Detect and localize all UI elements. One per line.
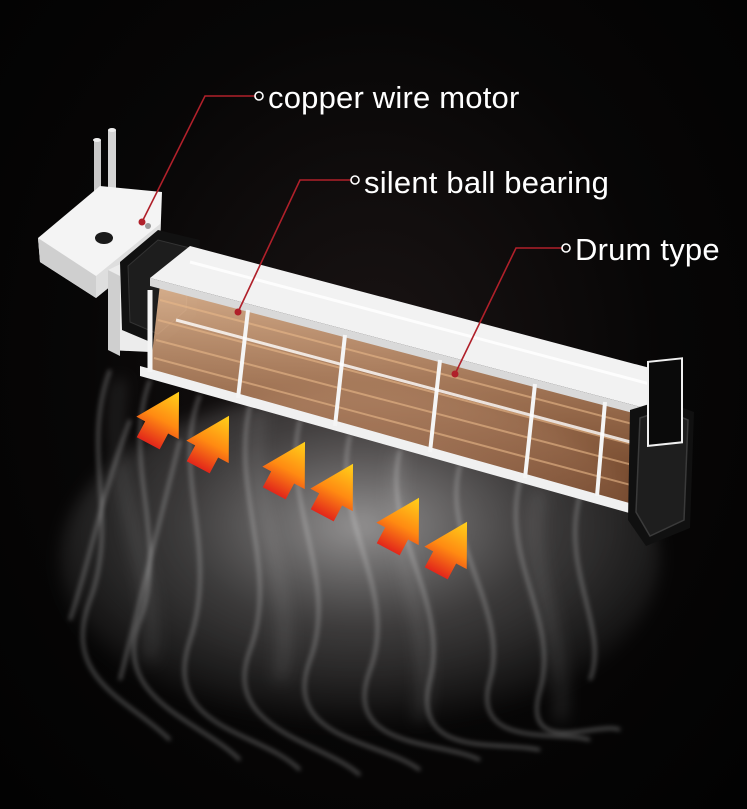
callout-label-bearing: silent ball bearing [364, 165, 610, 200]
heat-arrow-icon [136, 391, 180, 450]
callout-line-bearing [237, 179, 352, 313]
heat-arrow-icon [376, 497, 420, 556]
heat-arrows [136, 391, 468, 580]
heat-arrow-icon [310, 463, 354, 522]
drum-fan [120, 230, 694, 546]
heat-arrow-icon [186, 415, 230, 474]
callout-line-drum [454, 247, 563, 375]
callout-lines [138, 91, 571, 378]
callout-label-drum: Drum type [575, 232, 720, 267]
callout-line-motor [141, 95, 256, 223]
callout-label-motor: copper wire motor [268, 80, 520, 115]
heat-arrow-icon [262, 441, 306, 500]
heat-arrow-icon [424, 521, 468, 580]
